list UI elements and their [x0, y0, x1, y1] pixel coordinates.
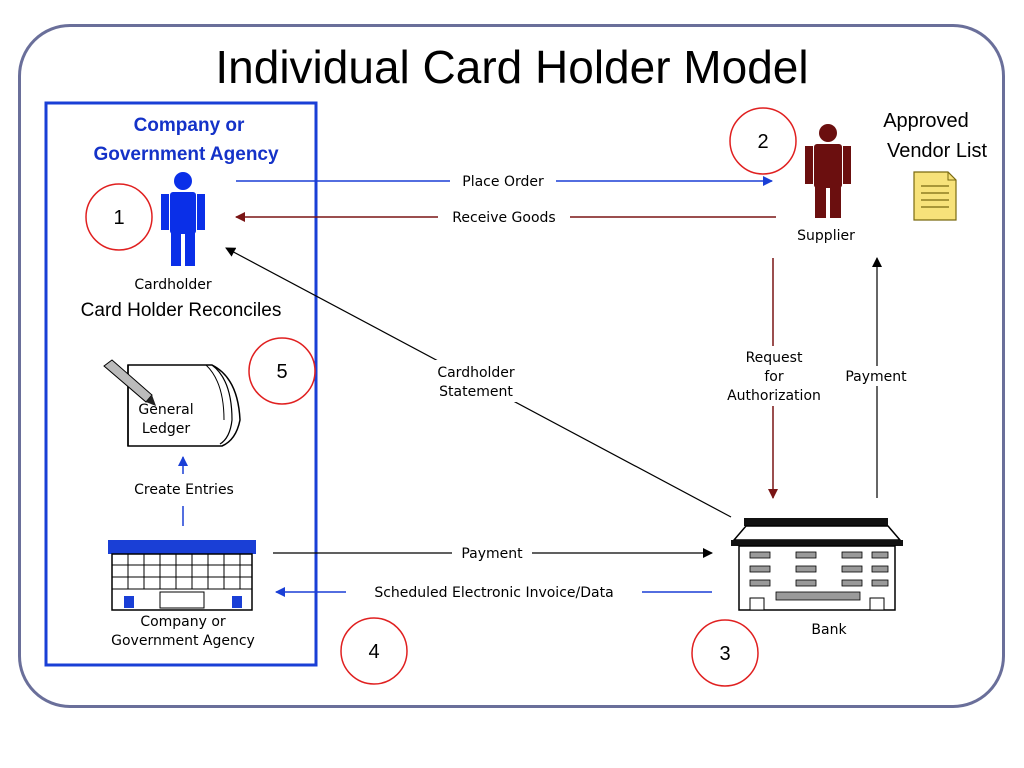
supplier-payment-label: Payment: [845, 369, 907, 385]
invoice-data-label: Scheduled Electronic Invoice/Data: [374, 585, 613, 601]
step-2-marker: 2: [729, 107, 797, 175]
cardholder-statement-label-line1: Cardholder: [437, 365, 515, 381]
receive-goods-label: Receive Goods: [452, 210, 555, 226]
company-label-line2: Government Agency: [111, 633, 255, 649]
cardholder-icon: [161, 172, 205, 266]
cardholder-statement-label-bg: [426, 360, 526, 402]
step-1-marker: 1: [85, 183, 153, 251]
vendor-list-document-icon: [913, 171, 957, 221]
company-box-heading-line1: Company or: [134, 115, 245, 136]
bank-building-icon: [731, 518, 903, 611]
request-authorization-label-bg: [720, 346, 828, 406]
cardholder-statement-label-line2: Statement: [439, 384, 513, 400]
step-5-label: 5: [276, 361, 287, 383]
step-4-marker: 4: [340, 617, 408, 685]
company-box: [44, 101, 318, 667]
bank-label: Bank: [811, 622, 847, 638]
ledger-label-line2: Ledger: [142, 421, 191, 437]
place-order-label-bg: [450, 171, 556, 191]
place-order-label: Place Order: [462, 174, 544, 190]
invoice-data-label-bg: [346, 582, 642, 602]
step-2-label: 2: [757, 131, 768, 153]
step-3-marker: 3: [691, 619, 759, 687]
receive-goods-label-bg: [438, 207, 570, 227]
company-building-icon: [108, 540, 256, 611]
company-label-line1: Company or: [140, 614, 226, 630]
bank-payment-label: Payment: [461, 546, 523, 562]
vendor-list-label-line1: Approved: [883, 110, 969, 132]
step-3-label: 3: [719, 643, 730, 665]
step-1-label: 1: [113, 207, 124, 229]
bank-payment-label-bg: [452, 543, 532, 563]
reconciles-label: Card Holder Reconciles: [81, 300, 282, 321]
supplier-icon: [805, 124, 851, 218]
request-label-line1: Request: [746, 350, 803, 366]
ledger-label-line1: General: [138, 402, 193, 418]
create-entries-label: Create Entries: [134, 482, 234, 498]
step-5-marker: 5: [248, 337, 316, 405]
vendor-list-label-line2: Vendor List: [887, 140, 988, 162]
request-label-line3: Authorization: [727, 388, 821, 404]
supplier-label: Supplier: [797, 228, 855, 244]
step-4-label: 4: [368, 641, 379, 663]
slide-title: Individual Card Holder Model: [215, 41, 809, 93]
company-box-heading-line2: Government Agency: [93, 144, 279, 165]
ledger-icon: [103, 359, 241, 447]
supplier-payment-label-bg: [840, 366, 916, 386]
request-label-line2: for: [764, 369, 783, 385]
cardholder-label: Cardholder: [134, 277, 212, 293]
